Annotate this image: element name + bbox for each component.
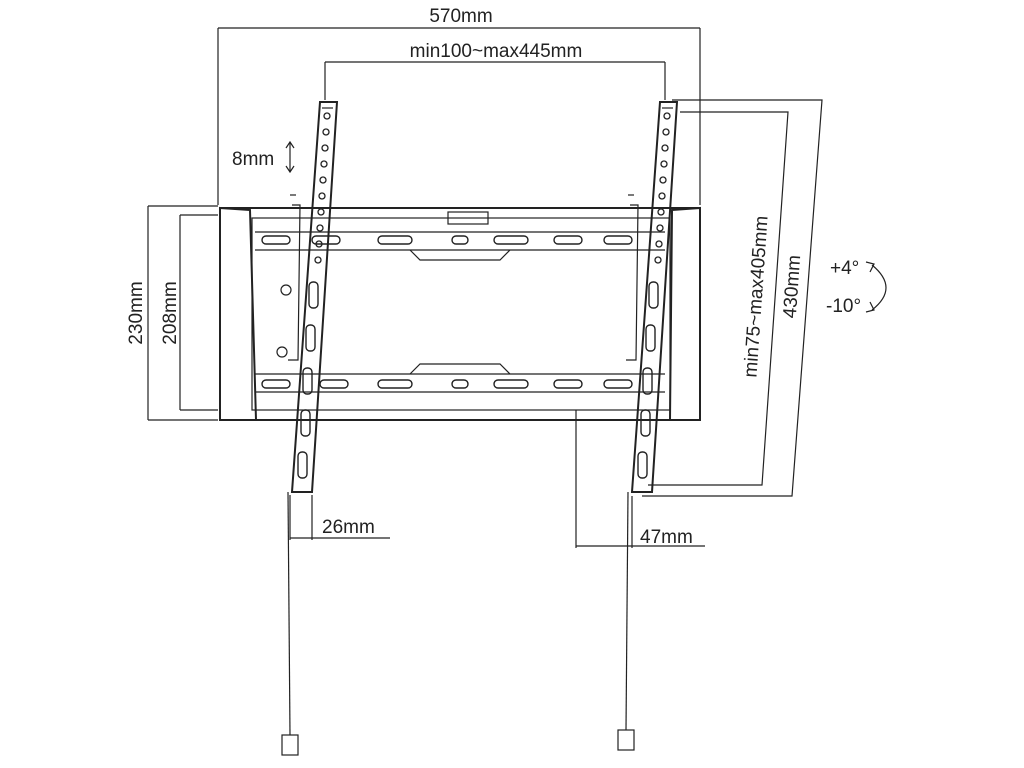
frame-inner-height-label: 208mm bbox=[160, 281, 181, 344]
tilt-down-label: -10° bbox=[826, 296, 861, 317]
overall-width-label: 570mm bbox=[429, 6, 492, 27]
arm-length-label: 430mm bbox=[780, 254, 805, 319]
right-mounting-arm bbox=[626, 101, 679, 493]
arm-offset-label: 26mm bbox=[322, 517, 375, 538]
vesa-vertical-label: min75~max405mm bbox=[740, 215, 772, 378]
vesa-horizontal-label: min100~max445mm bbox=[410, 41, 583, 62]
left-mounting-arm bbox=[276, 101, 339, 493]
release-cords bbox=[281, 491, 635, 756]
tilt-up-label: +4° bbox=[830, 258, 859, 279]
dimension-lines bbox=[147, 27, 823, 548]
wall-plate bbox=[219, 206, 701, 421]
wall-distance-label: 47mm bbox=[640, 527, 693, 548]
tilt-arrow-icon bbox=[865, 261, 887, 313]
frame-outer-height-label: 230mm bbox=[126, 281, 147, 344]
hole-pitch-label: 8mm bbox=[232, 149, 274, 170]
